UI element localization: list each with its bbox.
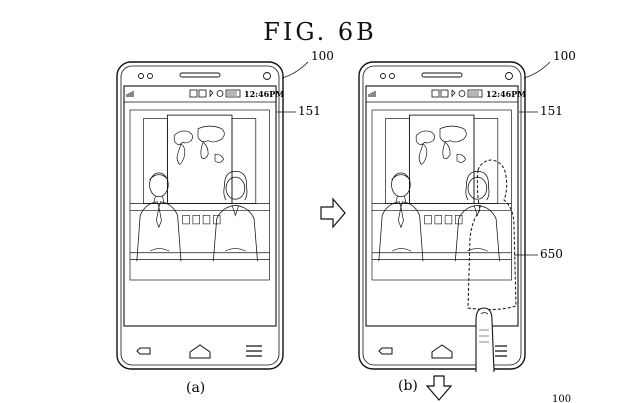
screen-ref-label-a: 151 [298,104,321,118]
device-ref-label-b: 100 [553,49,576,63]
wifi-icon [198,89,207,98]
menu-icon[interactable] [495,345,507,357]
battery-icon [467,89,483,98]
phone-body-a [116,61,284,370]
down-arrow-icon [425,375,453,401]
right-arrow-icon [320,197,346,229]
nav-bar-b[interactable] [378,344,507,359]
menu-icon[interactable] [246,345,262,357]
finger-icon [475,307,495,373]
selection-outline[interactable] [467,159,517,311]
speaker-icon [421,72,463,78]
news-broadcast-scene-b [371,109,512,281]
camera-icon [263,72,271,80]
status-bar-a: 12:46PM [126,89,284,99]
status-bar-b: 12:46PM [368,89,526,99]
sensor-icon [138,73,144,79]
status-time: 12:46PM [244,89,284,99]
back-icon[interactable] [136,347,151,355]
bluetooth-icon [451,89,456,97]
home-icon[interactable] [431,344,453,359]
sensor-icon [380,73,386,79]
alarm-icon [216,90,224,97]
screen-ref-label-b: 151 [540,104,563,118]
speaker-icon [179,72,221,78]
news-broadcast-scene-a [129,109,270,281]
selection-ref-label: 650 [540,247,563,261]
caption-a: (a) [186,380,205,396]
partial-ref-label: 100 [552,394,571,403]
camera-icon [505,72,513,80]
wifi-icon [440,89,449,98]
alarm-icon [458,90,466,97]
battery-icon [225,89,241,98]
back-icon[interactable] [378,347,393,355]
home-icon[interactable] [189,344,211,359]
nav-bar-a[interactable] [136,344,262,359]
phone-body-b [358,61,526,370]
panel-a: 12:46PM 100 151 (a) [116,49,334,396]
device-ref-label-a: 100 [311,49,334,63]
status-time: 12:46PM [486,89,526,99]
message-icon [431,89,440,98]
caption-b: (b) [398,378,418,394]
signal-icon [368,91,376,97]
panel-b: 12:46PM 100 151 650 (b) 100 [358,49,576,403]
screen-b [365,85,519,327]
signal-icon [126,91,134,97]
figure-title: FIG. 6B [263,18,377,46]
screen-a [123,85,277,327]
message-icon [189,89,198,98]
bluetooth-icon [209,89,214,97]
